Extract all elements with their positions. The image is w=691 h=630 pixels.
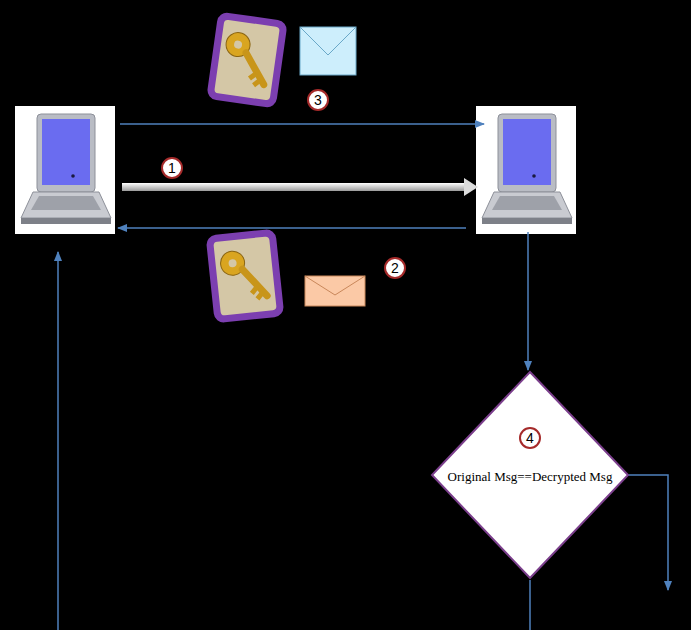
key-icon bbox=[206, 229, 285, 324]
key-icon bbox=[206, 12, 288, 109]
flow-line bbox=[626, 475, 668, 590]
message-arrow bbox=[120, 123, 484, 125]
reply-arrow bbox=[118, 227, 466, 229]
request-arrowhead bbox=[464, 178, 478, 196]
sender-laptop bbox=[15, 106, 115, 234]
decision-diamond: 4Original Msg==Decrypted Msg bbox=[430, 370, 630, 580]
flow-line bbox=[529, 580, 531, 630]
flow-line bbox=[527, 232, 529, 370]
decision-text: Original Msg==Decrypted Msg bbox=[448, 469, 613, 485]
callout-number: 4 bbox=[519, 427, 541, 449]
envelope-icon bbox=[305, 276, 365, 306]
request-arrow bbox=[122, 183, 466, 191]
callout-number: 3 bbox=[307, 89, 329, 111]
callout-number: 2 bbox=[384, 257, 406, 279]
envelope-icon bbox=[300, 27, 356, 75]
flow-line bbox=[57, 252, 59, 630]
callout-number: 1 bbox=[161, 157, 183, 179]
receiver-laptop bbox=[476, 106, 576, 234]
